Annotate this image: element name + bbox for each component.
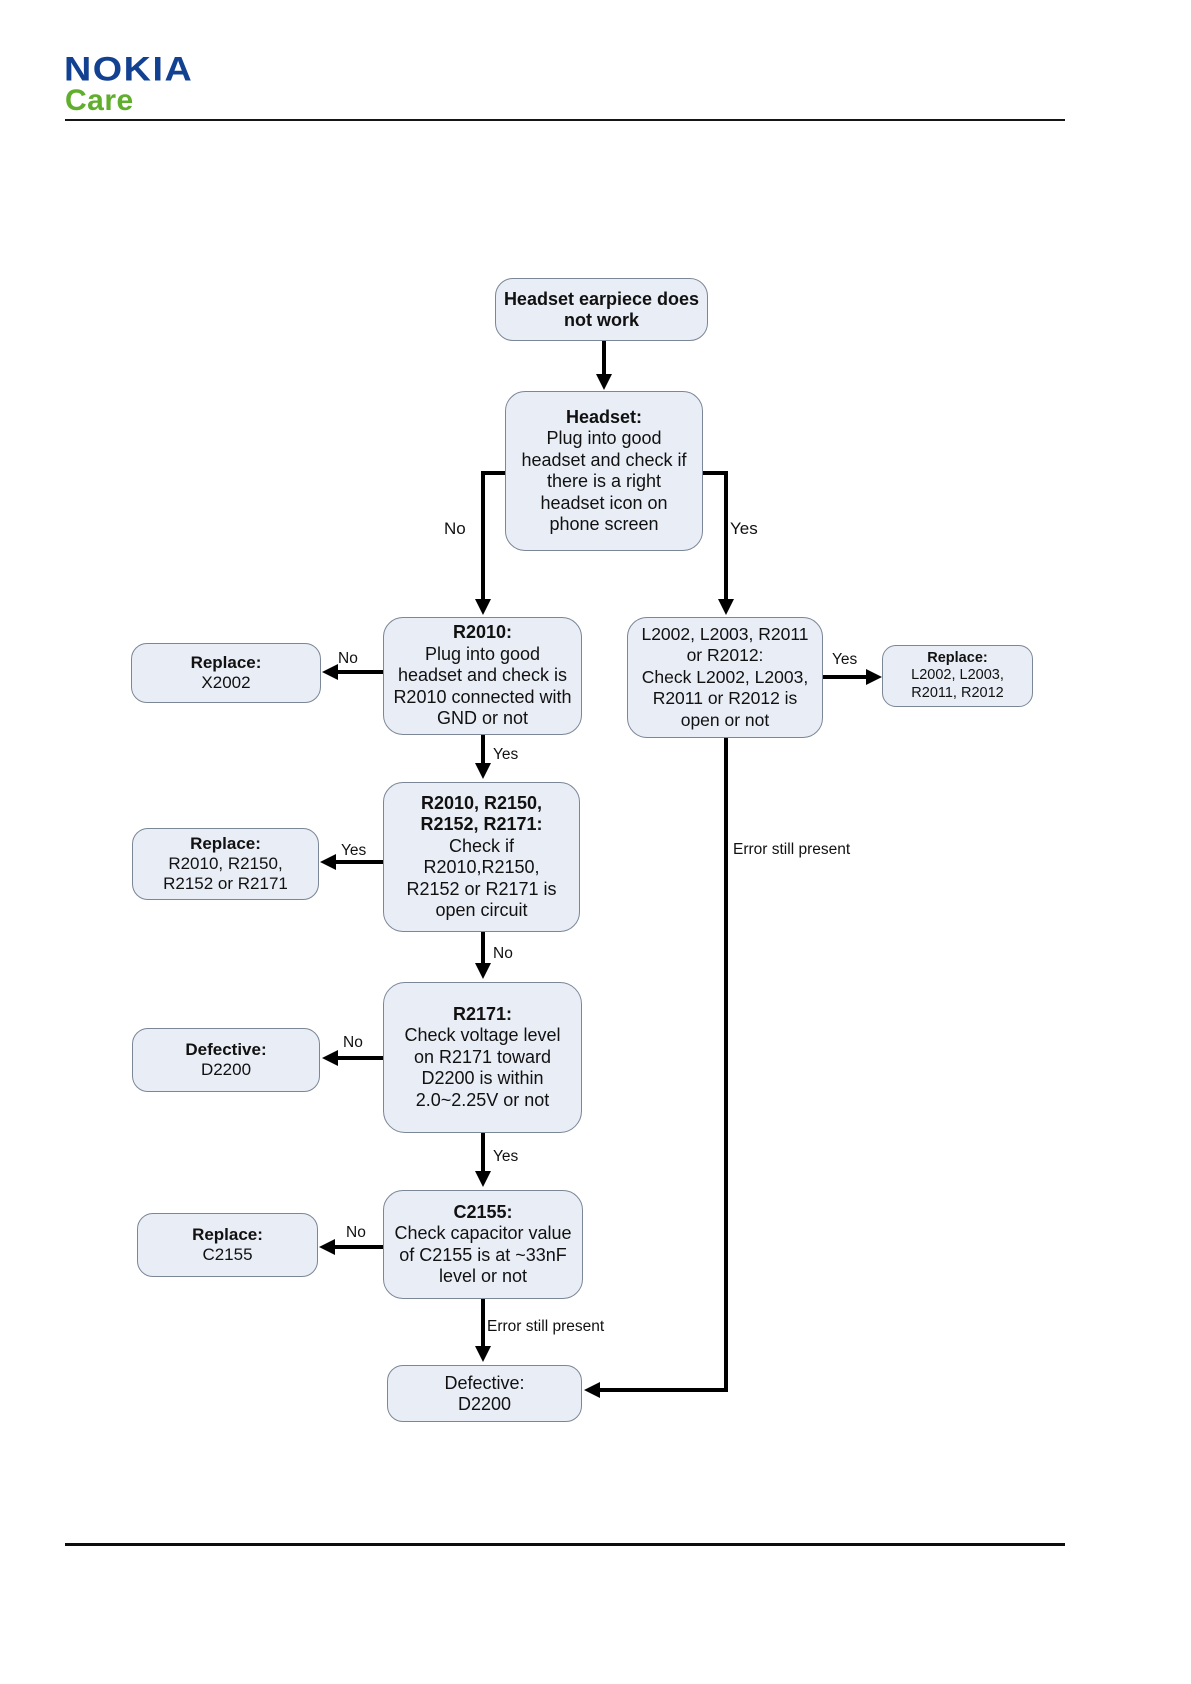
flow-node-c2155-check: C2155: Check capacitor value of C2155 is…: [383, 1190, 583, 1299]
node-title: Headset earpiece does not work: [503, 288, 700, 330]
edge-label-error-still-present: Error still present: [733, 841, 851, 858]
arrowhead-left: [322, 1050, 338, 1066]
arrowhead-down: [475, 599, 491, 615]
arrowhead-down: [718, 599, 734, 615]
node-body: D2200: [457, 1393, 512, 1414]
node-title: Replace:: [190, 834, 261, 853]
node-title: Replace:: [192, 1225, 263, 1244]
node-body: C2155: [202, 1245, 253, 1264]
edge-label-yes: Yes: [730, 519, 758, 538]
node-title: Replace:: [190, 653, 262, 672]
node-body: X2002: [201, 673, 251, 692]
footer-divider: [65, 1543, 1065, 1546]
node-title: R2010:: [452, 622, 513, 643]
node-body: Check voltage level on R2171 toward D220…: [404, 1025, 561, 1110]
node-title: Replace:: [927, 649, 988, 666]
node-title: Defective:: [185, 1040, 267, 1059]
flow-node-replace-l2002: Replace: L2002, L2003, R2011, R2012: [882, 645, 1033, 707]
edge-headset-yes: [703, 471, 728, 600]
edge-label-no: No: [444, 519, 466, 538]
flow-node-headset-check: Headset: Plug into good headset and chec…: [505, 391, 703, 551]
flow-node-r2171-check: R2171: Check voltage level on R2171 towa…: [383, 982, 582, 1133]
arrowhead-right: [866, 669, 882, 685]
edge-l2002-error: [600, 738, 728, 1392]
flow-node-r2010-check: R2010: Plug into good headset and check …: [383, 617, 582, 735]
edge-label-no: No: [493, 945, 513, 962]
edge-label-no: No: [346, 1224, 366, 1241]
edge-label-no: No: [343, 1034, 363, 1051]
header-divider: [65, 119, 1065, 121]
node-body: Check capacitor value of C2155 is at ~33…: [394, 1223, 572, 1286]
edge-label-yes: Yes: [341, 842, 367, 859]
arrowhead-down: [475, 763, 491, 779]
node-title: Defective:: [444, 1372, 525, 1393]
node-body: Check L2002, L2003, R2011 or R2012 is op…: [641, 666, 809, 730]
care-logo: Care: [65, 84, 134, 117]
node-body: Check if R2010,R2150, R2152 or R2171 is …: [406, 835, 557, 921]
node-body: Plug into good headset and check is R201…: [393, 643, 572, 729]
arrowhead-left: [320, 854, 336, 870]
flow-node-defective-final: Defective: D2200: [387, 1365, 582, 1422]
edge-headset-no: [481, 471, 505, 601]
nokia-logo: NOKIA: [64, 50, 194, 88]
node-title: L2002, L2003, R2011 or R2012:: [641, 623, 809, 666]
edge-label-yes: Yes: [493, 746, 519, 763]
flow-node-replace-c2155: Replace: C2155: [137, 1213, 318, 1277]
arrowhead-left: [322, 664, 338, 680]
node-title: R2171:: [452, 1003, 513, 1024]
arrowhead-left: [584, 1382, 600, 1398]
flow-node-start: Headset earpiece does not work: [495, 278, 708, 341]
flow-node-defective-d2200: Defective: D2200: [132, 1028, 320, 1092]
node-body: Plug into good headset and check if ther…: [521, 428, 687, 534]
node-title: R2010, R2150, R2152, R2171:: [420, 792, 543, 835]
node-body: R2010, R2150, R2152 or R2171: [163, 854, 288, 893]
node-body: D2200: [200, 1060, 252, 1079]
edge-label-no: No: [338, 650, 358, 667]
flow-node-replace-x2002: Replace: X2002: [131, 643, 321, 703]
arrowhead-left: [319, 1239, 335, 1255]
edge-label-yes: Yes: [832, 651, 858, 668]
node-title: Headset:: [565, 406, 643, 427]
edge-label-yes: Yes: [493, 1148, 519, 1165]
flow-node-l2002-check: L2002, L2003, R2011 or R2012: Check L200…: [627, 617, 823, 738]
edge-label-error-still-present: Error still present: [487, 1318, 605, 1335]
flow-node-r2150-check: R2010, R2150, R2152, R2171: Check if R20…: [383, 782, 580, 932]
flow-node-replace-r2150: Replace: R2010, R2150, R2152 or R2171: [132, 828, 319, 900]
arrowhead-down: [475, 963, 491, 979]
arrowhead-down: [596, 374, 612, 390]
arrowhead-down: [475, 1171, 491, 1187]
arrowhead-down: [475, 1346, 491, 1362]
node-title: C2155:: [453, 1201, 513, 1222]
node-body: L2002, L2003, R2011, R2012: [911, 667, 1004, 701]
